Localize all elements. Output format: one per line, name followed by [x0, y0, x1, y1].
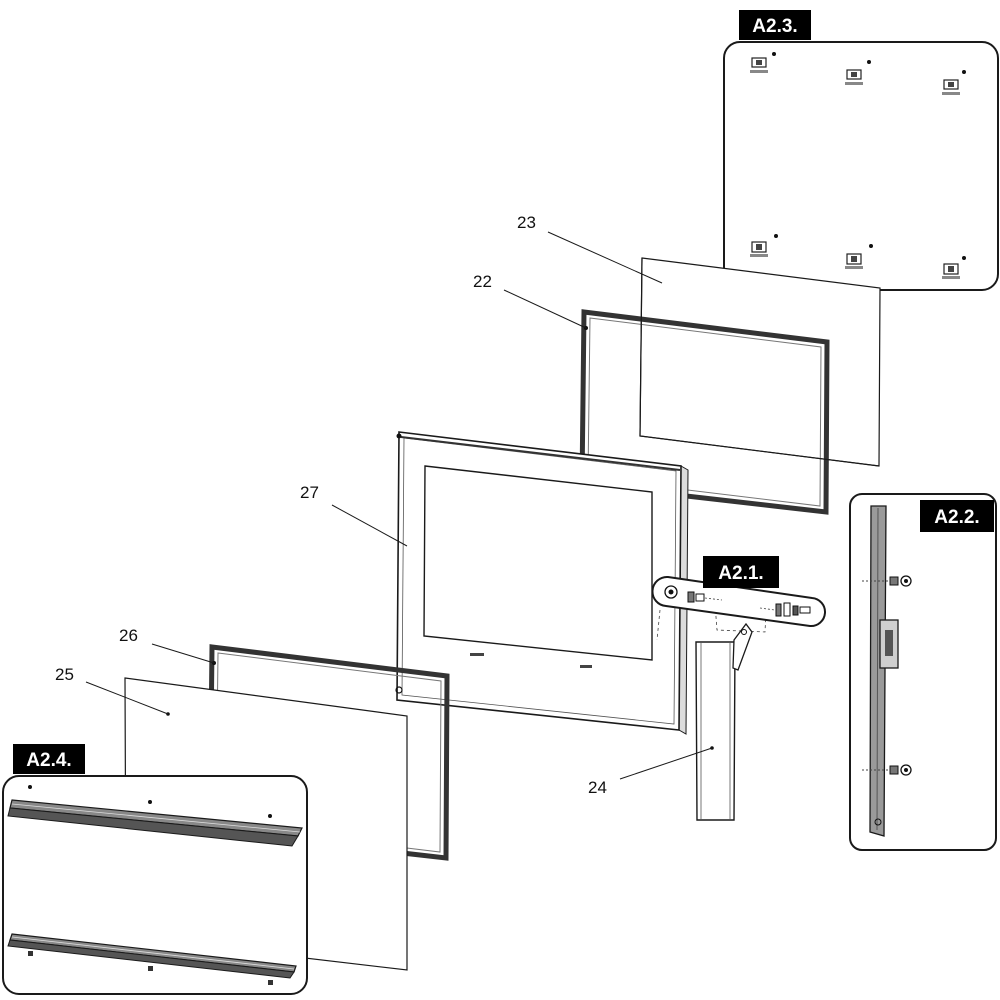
badge-a2-4-label: A2.4.	[26, 750, 71, 771]
badge-a2-3-label: A2.3.	[752, 16, 797, 37]
leader-26	[151, 643, 215, 664]
badge-a2-1	[703, 556, 779, 588]
detail-view-a2-2: A2.2.	[849, 493, 997, 851]
clip-fixing	[942, 70, 966, 95]
leader-25	[85, 681, 169, 715]
part-24-hinge-post	[695, 622, 753, 821]
leader-22	[503, 289, 587, 329]
detail-view-a2-4: A2.4.	[2, 744, 308, 995]
badge-a2-4	[13, 744, 85, 774]
part-23-rear-glass	[639, 257, 881, 467]
badge-a2-2-label: A2.2.	[934, 507, 979, 528]
callout-25: 25	[55, 665, 74, 684]
callout-24: 24	[588, 778, 607, 797]
leader-lines	[85, 231, 713, 780]
callout-23: 23	[517, 213, 536, 232]
clip-fixing	[845, 244, 873, 269]
badge-a2-2	[920, 500, 994, 532]
badge-a2-1-label: A2.1.	[718, 563, 763, 584]
bottom-rail	[7, 933, 297, 985]
leader-27	[331, 504, 408, 547]
callout-27: 27	[300, 483, 319, 502]
clip-fixing	[750, 52, 776, 73]
callout-22: 22	[473, 272, 492, 291]
callout-26: 26	[119, 626, 138, 645]
clip-fixing	[750, 234, 778, 257]
part-27-door-frame	[395, 431, 689, 735]
leader-23	[547, 231, 663, 284]
detail-view-a2-3: A2.3.	[723, 10, 999, 291]
screw-icon	[664, 585, 723, 603]
screw-icon	[862, 764, 912, 776]
badge-a2-3	[739, 10, 811, 40]
screw-icon	[862, 575, 912, 587]
top-rail	[7, 785, 303, 847]
screw-icon	[759, 602, 811, 617]
clip-fixing	[942, 256, 966, 279]
detail-a2-1-frame	[651, 575, 827, 628]
detail-view-a2-1: A2.1.	[651, 556, 827, 641]
detail-a2-2-frame	[849, 493, 997, 851]
clip-fixing	[845, 60, 871, 85]
leader-24	[619, 747, 713, 780]
